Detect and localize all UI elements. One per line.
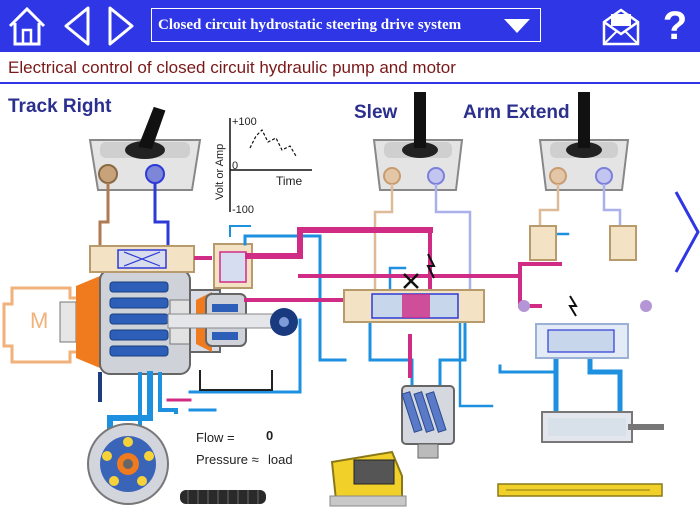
section-track-right: Track Right — [8, 96, 112, 117]
envelope-icon — [602, 8, 640, 46]
signal-scope — [229, 118, 312, 212]
top-toolbar: Closed circuit hydrostatic steering driv… — [0, 0, 700, 52]
track-drive-motor — [87, 423, 169, 505]
help-button[interactable]: ? — [662, 4, 688, 48]
forward-button[interactable] — [100, 4, 142, 48]
flow-label: Flow = — [196, 430, 235, 445]
topic-select-value: Closed circuit hydrostatic steering driv… — [158, 17, 462, 33]
header-divider — [0, 82, 700, 84]
joystick-slew[interactable] — [372, 92, 464, 191]
track-strip — [180, 490, 266, 504]
pressure-label: Pressure ≈ — [196, 452, 259, 467]
triangle-left-icon — [64, 6, 90, 46]
mail-button[interactable] — [600, 4, 642, 48]
charge-pump — [167, 243, 298, 353]
scope-ylabel: Volt or Amp — [214, 143, 226, 200]
chevron-down-icon — [504, 19, 530, 33]
section-arm-extend: Arm Extend — [463, 102, 570, 123]
arm-cylinder — [541, 411, 664, 443]
back-button[interactable] — [58, 4, 100, 48]
flow-value: 0 — [266, 428, 274, 443]
main-pump — [59, 245, 195, 375]
scope-xlabel: Time — [276, 174, 303, 188]
topic-select[interactable]: Closed circuit hydrostatic steering driv… — [151, 8, 541, 42]
scope-top-tick: +100 — [232, 116, 257, 128]
home-icon — [8, 6, 46, 46]
motor-label: M — [30, 308, 49, 333]
joystick-arm-extend[interactable] — [538, 92, 630, 191]
joystick-track-right[interactable] — [88, 105, 202, 191]
excavator-cab — [329, 450, 407, 507]
page-subtitle: Electrical control of closed circuit hyd… — [8, 58, 456, 77]
triangle-right-icon — [108, 6, 134, 46]
scope-zero-tick: 0 — [232, 160, 239, 172]
slew-motor — [401, 385, 455, 459]
next-page-arrow-icon[interactable] — [674, 191, 700, 273]
slew-control-valve[interactable] — [343, 253, 485, 323]
scope-bottom-tick: -100 — [232, 204, 255, 216]
pressure-value: load — [268, 452, 293, 467]
track-treads — [187, 490, 259, 504]
home-button[interactable] — [6, 4, 48, 48]
arm-extend-control-valve[interactable] — [518, 225, 652, 359]
section-slew: Slew — [354, 102, 398, 123]
hydraulic-circuit-diagram — [2, 92, 700, 507]
telescopic-arm — [497, 483, 663, 497]
